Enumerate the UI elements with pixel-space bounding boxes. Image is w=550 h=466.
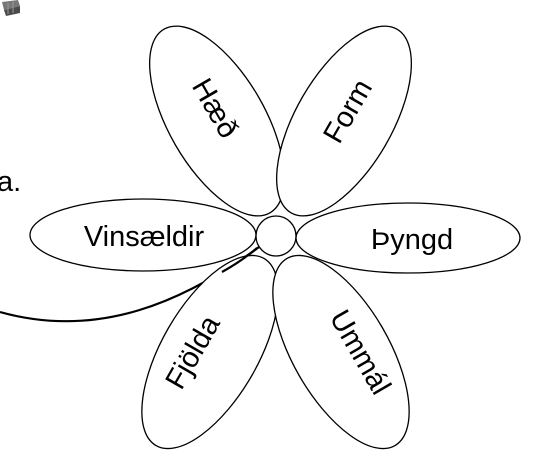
- petal-form: [275, 25, 413, 217]
- book-icon: [2, 0, 20, 16]
- label-vinsaeldir: Vinsældir: [84, 221, 205, 253]
- petal-fjolda: [141, 254, 279, 450]
- fragment-text: a.: [0, 166, 21, 198]
- petal-ummal: [272, 254, 410, 450]
- flower-center: [255, 215, 297, 257]
- stem-overlap: [221, 247, 258, 273]
- label-thyngd: Þyngd: [371, 224, 453, 256]
- petal-haed: [148, 25, 286, 217]
